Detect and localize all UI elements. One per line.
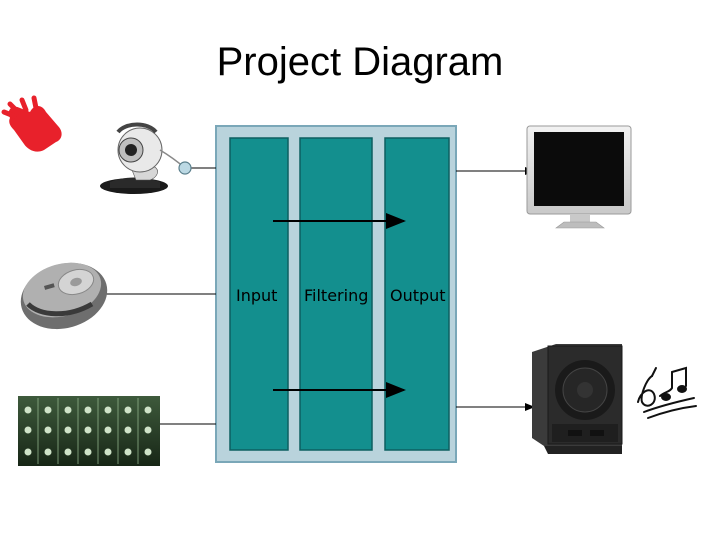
webcam-icon [100, 122, 186, 194]
subwoofer-speaker-icon [532, 344, 623, 454]
stage-output-block [384, 137, 450, 451]
monitor-icon [526, 125, 632, 229]
stage-filtering-block [299, 137, 373, 451]
stage-label-output: Output [390, 286, 446, 305]
mixer-board-icon [18, 396, 160, 466]
glove-icon [1, 95, 62, 152]
webcam-port-icon [178, 161, 192, 175]
stage-label-filtering: Filtering [304, 286, 369, 305]
cd-player-icon [20, 262, 108, 330]
stage-input-block [229, 137, 289, 451]
music-notes-icon [637, 366, 697, 419]
page-title: Project Diagram [216, 40, 504, 84]
stage-label-input: Input [236, 286, 278, 305]
